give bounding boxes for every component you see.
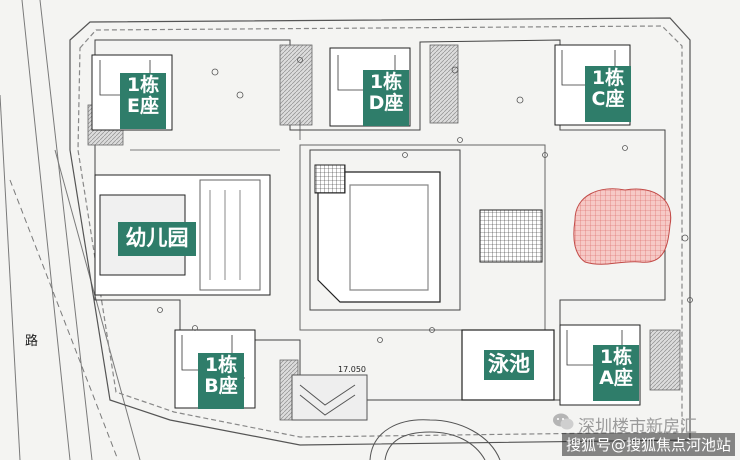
building-b-line1: 1栋	[204, 354, 238, 376]
central-plaza	[317, 171, 441, 303]
building-label-1-e: 1栋 E座	[120, 73, 166, 129]
wechat-bubble-icon	[553, 413, 574, 430]
watermark-source: 搜狐号@搜狐焦点河池站	[562, 433, 736, 456]
elevation-label: 17.050	[338, 365, 366, 374]
grid-feature-1	[314, 164, 346, 194]
entrance-ramp	[291, 374, 501, 460]
landscape-marks	[130, 57, 693, 343]
pink-feature	[573, 188, 672, 265]
watermark-account: 深圳楼市新房汇	[578, 417, 697, 437]
building-label-1-b: 1栋 B座	[198, 353, 244, 409]
building-a-line1: 1栋	[599, 346, 633, 368]
left-road	[0, 0, 141, 460]
grid-feature-2	[479, 209, 543, 263]
road-label: 路	[25, 333, 38, 349]
kindergarten-label: 幼儿园	[118, 222, 196, 256]
building-c-line1: 1栋	[591, 67, 625, 89]
building-c-line2: C座	[591, 88, 625, 111]
building-e-line2: E座	[127, 95, 159, 118]
building-d-line2: D座	[368, 92, 404, 115]
building-a-line2: A座	[599, 367, 633, 390]
building-d-line1: 1栋	[369, 71, 403, 93]
building-e-line1: 1栋	[126, 74, 160, 96]
building-label-1-c: 1栋 C座	[585, 66, 631, 122]
pool-label: 泳池	[484, 350, 534, 380]
building-label-1-d: 1栋 D座	[363, 70, 409, 126]
building-b-line2: B座	[204, 375, 238, 398]
building-label-1-a: 1栋 A座	[593, 345, 639, 401]
